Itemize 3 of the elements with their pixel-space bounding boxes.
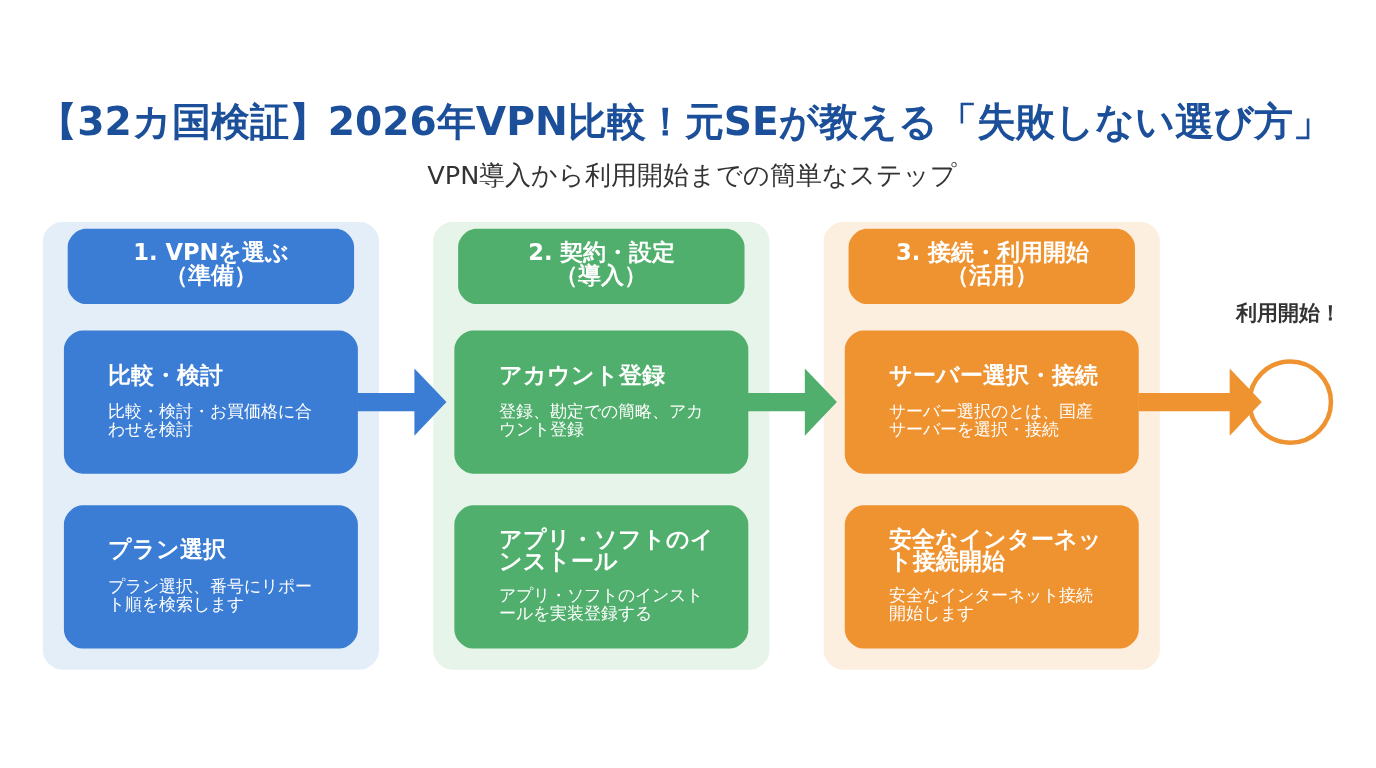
node-label: 利用開始！	[1235, 300, 1341, 326]
diagram-title: 【32カ国検証】2026年VPN比較！元SEが教える「失敗しない選び方」	[38, 98, 1332, 144]
caption: VPN導入から利用開始までの簡単なステップ	[427, 160, 958, 191]
